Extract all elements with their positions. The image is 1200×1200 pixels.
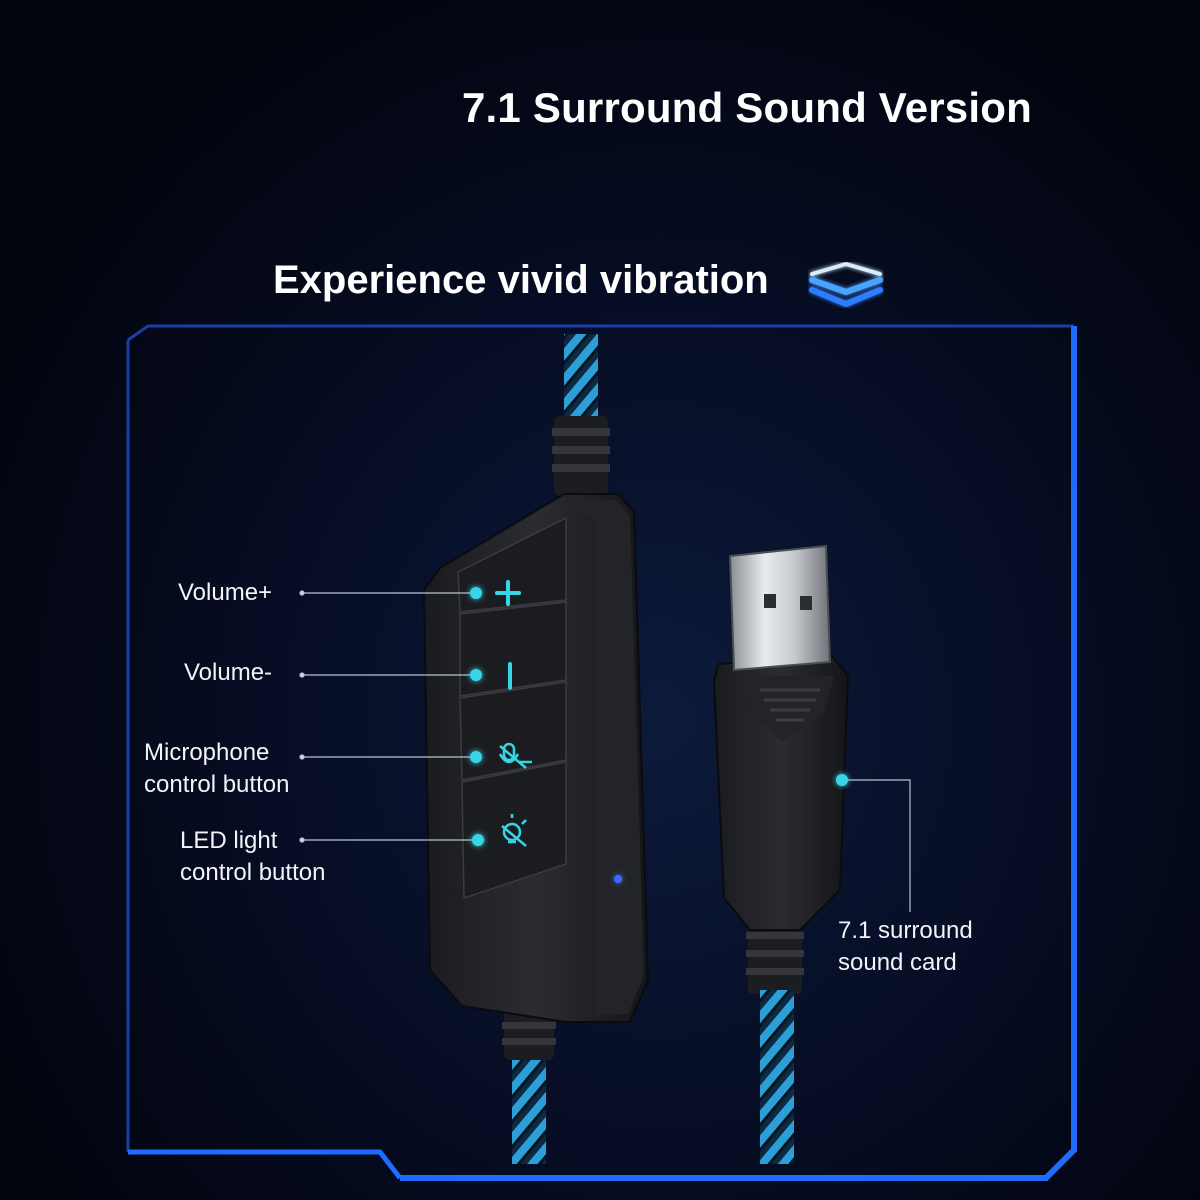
label-mic-line1: Microphone xyxy=(144,739,270,766)
label-volume-up: Volume+ xyxy=(178,577,272,609)
chevron-layers-icon xyxy=(808,262,884,308)
label-volume-down-text: Volume- xyxy=(184,659,273,686)
page-title: 7.1 Surround Sound Version xyxy=(462,84,1032,131)
cable-bottom xyxy=(512,1040,546,1164)
led-bulb-icon xyxy=(501,814,527,847)
page-subtitle: Experience vivid vibration xyxy=(273,258,769,302)
volume-up-button[interactable] xyxy=(457,516,567,613)
label-mic-line2: control button xyxy=(144,771,290,798)
label-card-line2: sound card xyxy=(838,949,957,976)
callout-lines xyxy=(299,590,911,912)
usb-cable xyxy=(760,990,794,1164)
label-card-line1: 7.1 surround xyxy=(838,917,973,944)
led-light-button[interactable] xyxy=(461,761,567,900)
usb-connector xyxy=(712,544,850,1164)
volume-down-button[interactable] xyxy=(459,601,567,697)
label-led-line2: control button xyxy=(180,859,326,886)
label-volume-down: Volume- xyxy=(184,657,272,689)
label-led-line1: LED light xyxy=(180,827,278,854)
status-led xyxy=(614,875,622,883)
plus-icon xyxy=(495,580,521,606)
cable-top xyxy=(564,334,598,426)
blue-frame xyxy=(126,324,1077,1181)
mic-mute-icon xyxy=(498,742,532,769)
label-led: LED light control button xyxy=(180,825,325,889)
microphone-button[interactable] xyxy=(459,681,567,781)
label-sound-card: 7.1 surround sound card xyxy=(838,915,973,979)
strain-relief-top xyxy=(552,416,610,496)
label-microphone: Microphone control button xyxy=(144,737,289,801)
label-volume-up-text: Volume+ xyxy=(178,579,273,606)
callout-markers xyxy=(470,587,848,846)
